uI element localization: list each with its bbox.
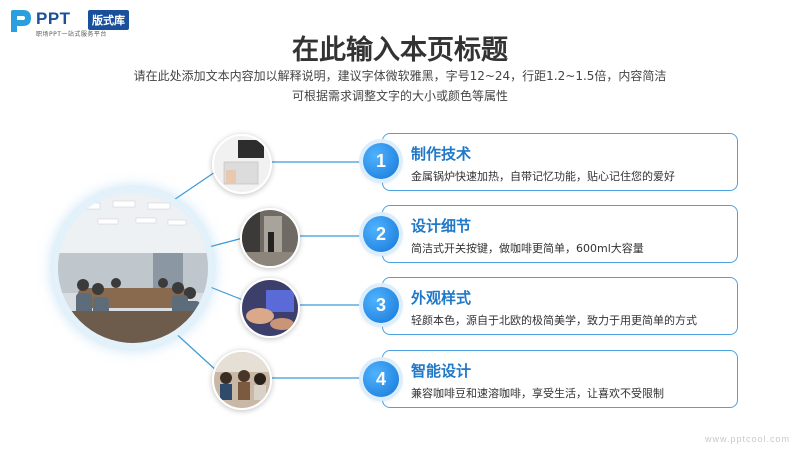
feature-card-3: 外观样式 轻颜本色，源自于北欧的极简美学，致力于用更简单的方式 <box>382 277 738 335</box>
feature-number-4: 4 <box>363 361 399 397</box>
connector-3a <box>204 284 244 301</box>
meeting-room-photo <box>58 193 208 343</box>
connector-4a <box>171 329 219 373</box>
feature-desc-1: 金属锅炉快速加热，自带记忆功能，贴心记住您的爱好 <box>411 170 675 183</box>
watermark: www.pptcool.com <box>704 434 790 444</box>
feature-card-2: 设计细节 简洁式开关按键，做咖啡更简单，600ml大容量 <box>382 205 738 263</box>
laptop-photo <box>212 134 272 194</box>
subtitle-line-2: 可根据需求调整文字的大小或颜色等属性 <box>291 89 508 103</box>
page-subtitle: 请在此处添加文本内容加以解释说明，建议字体微软雅黑，字号12~24，行距1.2~… <box>100 66 700 106</box>
feature-desc-2: 简洁式开关按键，做咖啡更简单，600ml大容量 <box>411 242 644 255</box>
feature-title-3: 外观样式 <box>411 289 472 307</box>
feature-number-3: 3 <box>363 287 399 323</box>
feature-card-1: 制作技术 金属锅炉快速加热，自带记忆功能，贴心记住您的爱好 <box>382 133 738 191</box>
logo-brand-text: PPT <box>36 9 71 28</box>
connector-1a <box>161 169 219 209</box>
feature-title-1: 制作技术 <box>411 145 472 163</box>
office-corridor-photo <box>240 208 300 268</box>
p-logo-icon <box>11 10 31 32</box>
page-title: 在此输入本页标题 <box>292 35 508 66</box>
subtitle-line-1: 请在此处添加文本内容加以解释说明，建议字体微软雅黑，字号12~24，行距1.2~… <box>133 69 667 83</box>
feature-number-1: 1 <box>363 143 399 179</box>
feature-title-4: 智能设计 <box>411 362 472 380</box>
connector-2a <box>204 237 244 249</box>
feature-title-2: 设计细节 <box>411 217 472 235</box>
brand-logo: PPT 版式库 职场PPT一站式服务平台 <box>8 6 158 40</box>
hands-laptop-photo <box>240 278 300 338</box>
feature-desc-3: 轻颜本色，源自于北欧的极简美学，致力于用更简单的方式 <box>411 314 697 327</box>
feature-desc-4: 兼容咖啡豆和速溶咖啡，享受生活，让喜欢不受限制 <box>411 387 664 400</box>
feature-card-4: 智能设计 兼容咖啡豆和速溶咖啡，享受生活，让喜欢不受限制 <box>382 350 738 408</box>
logo-slogan: 职场PPT一站式服务平台 <box>36 31 107 38</box>
team-meeting-photo <box>212 350 272 410</box>
feature-number-2: 2 <box>363 216 399 252</box>
logo-tag: 版式库 <box>88 10 129 30</box>
